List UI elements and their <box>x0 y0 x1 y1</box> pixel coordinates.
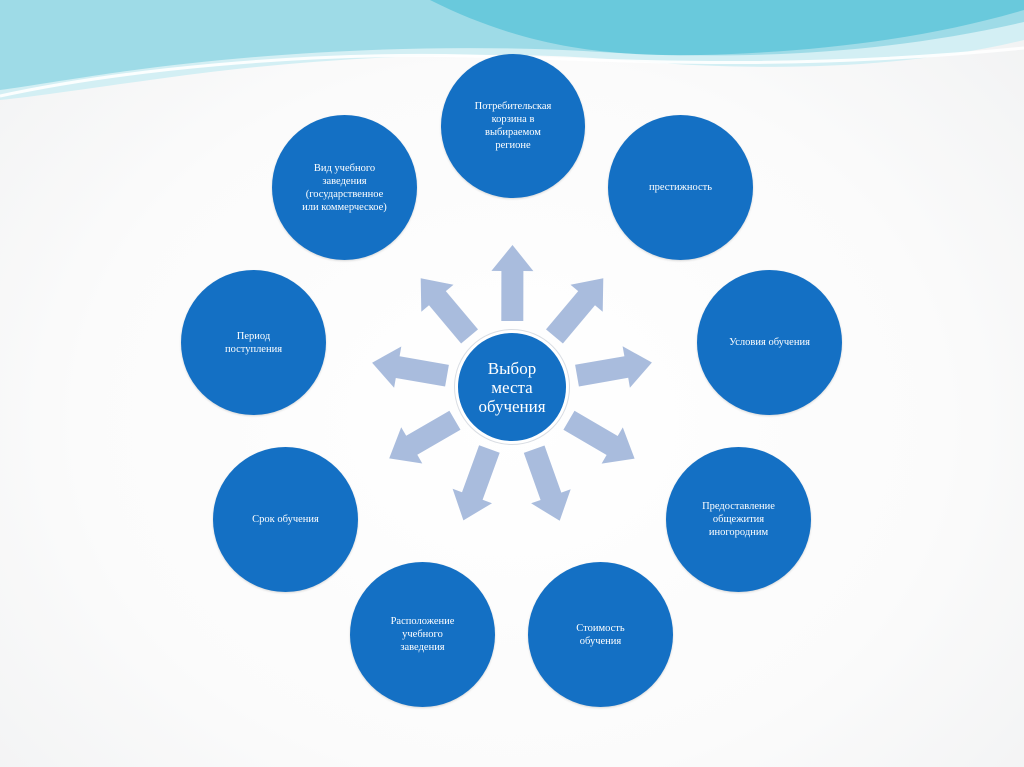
node-institution-type: Вид учебного заведения (государственное … <box>272 115 417 260</box>
node-label: престижность <box>648 182 713 193</box>
node-label: Предоставление общежития иногородним <box>702 501 775 538</box>
node-cost: Стоимость обучения <box>528 562 673 707</box>
node-consumer-basket: Потребительская корзина в выбираемом рег… <box>441 54 585 198</box>
arrow-to-dormitory <box>563 410 635 464</box>
wave-dark <box>430 0 1024 56</box>
node-label: Срок обучения <box>252 514 319 525</box>
node-study-conditions: Условия обучения <box>697 270 842 415</box>
arrow-to-institution-type <box>420 278 478 344</box>
arrow-to-study-conditions <box>575 346 652 388</box>
arrow-to-admission-period <box>372 346 449 388</box>
node-dormitory: Предоставление общежития иногородним <box>666 447 811 592</box>
arrow-to-consumer-basket <box>491 245 534 321</box>
node-admission-period: Период поступления <box>181 270 326 415</box>
node-duration: Срок обучения <box>213 447 358 592</box>
center-node: Выбор места обучения <box>455 330 569 444</box>
node-label: Расположение учебного заведения <box>390 616 455 653</box>
node-label: Условия обучения <box>729 337 810 348</box>
arrow-to-cost <box>523 445 571 521</box>
arrow-to-duration <box>389 410 461 464</box>
node-label: Стоимость обучения <box>576 622 625 647</box>
node-label: Потребительская корзина в выбираемом рег… <box>474 101 552 151</box>
header-waves-decoration <box>0 0 1024 100</box>
arrow-to-location <box>452 445 500 521</box>
arrow-to-prestige <box>546 278 604 344</box>
node-location: Расположение учебного заведения <box>350 562 495 707</box>
wave-highlight <box>0 46 1024 98</box>
center-label: Выбор места обучения <box>478 358 546 416</box>
node-label: Период поступления <box>224 330 283 355</box>
node-label: Вид учебного заведения (государственное … <box>302 162 387 213</box>
node-prestige: престижность <box>608 115 753 260</box>
